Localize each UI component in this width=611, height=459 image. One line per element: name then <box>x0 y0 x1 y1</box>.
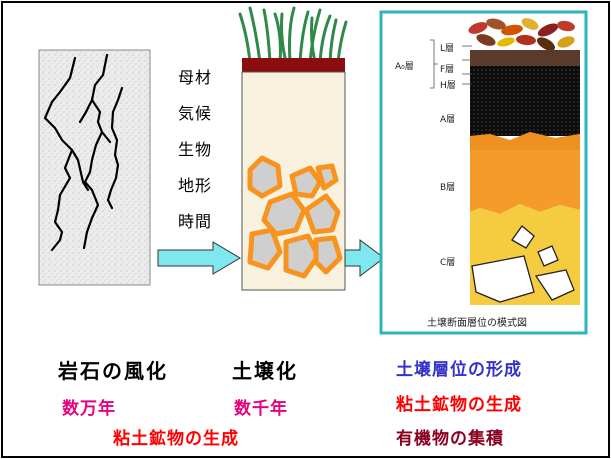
caption-soil-formation: 土壌化 <box>232 359 298 383</box>
profile-rocks <box>471 225 575 303</box>
factor-time: 時間 <box>178 212 213 231</box>
factor-parent-material: 母材 <box>178 68 213 87</box>
horizon-brackets <box>430 39 472 89</box>
label-f-horizon: F層 <box>440 65 455 75</box>
soil-rock-fragments <box>247 155 343 279</box>
caption-organic-accumulation: 有機物の集積 <box>396 429 504 449</box>
arrow-soil-to-profile <box>344 239 385 277</box>
arrow-rock-to-soil <box>157 241 241 275</box>
label-a0-horizon: A₀層 <box>395 62 414 72</box>
label-h-horizon: H層 <box>440 81 456 91</box>
soil-column <box>238 6 348 291</box>
caption-rock-weathering: 岩石の風化 <box>58 359 168 383</box>
soil-profile-caption: 土壌断面層位の模式図 <box>427 318 527 329</box>
factor-climate: 気候 <box>178 104 213 123</box>
label-c-horizon: C層 <box>440 258 456 268</box>
rock-crack-lines <box>43 53 124 252</box>
caption-horizon-formation: 土壌層位の形成 <box>396 360 522 380</box>
soil-profile-diagram <box>379 10 588 335</box>
label-l-horizon: L層 <box>440 44 455 54</box>
label-b-horizon: B層 <box>440 183 456 193</box>
caption-clay-formation-left: 粘土鉱物の生成 <box>113 429 239 449</box>
leaf-litter <box>468 18 575 51</box>
caption-thousand-years: 数千年 <box>234 399 288 419</box>
rock-weathering-panel <box>38 49 151 286</box>
label-a-horizon: A層 <box>440 115 456 125</box>
factor-organisms: 生物 <box>178 140 213 159</box>
caption-ten-thousand-years: 数万年 <box>62 399 116 419</box>
grass-blades <box>238 6 348 64</box>
caption-clay-formation-right: 粘土鉱物の生成 <box>396 395 522 415</box>
factor-topography: 地形 <box>178 176 213 195</box>
